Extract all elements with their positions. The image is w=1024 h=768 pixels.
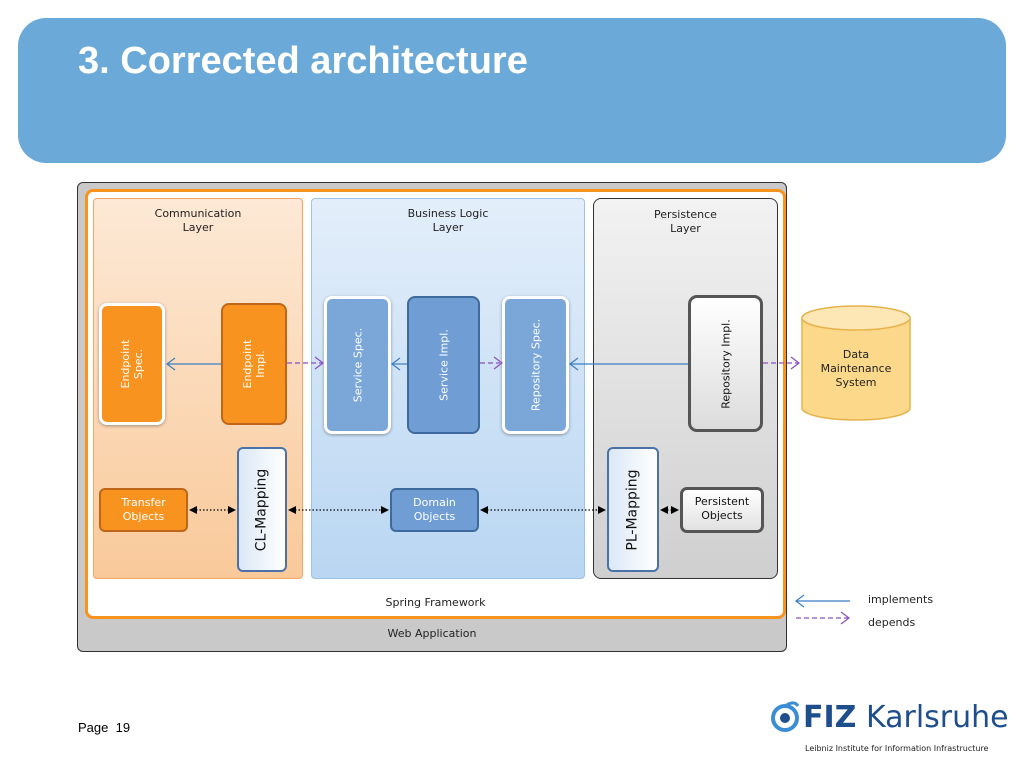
- endpoint-impl-box: Endpoint Impl.: [221, 303, 287, 425]
- spring-framework-label: Spring Framework: [385, 596, 486, 609]
- page-title: 3. Corrected architecture: [78, 40, 528, 82]
- repository-impl-box: Repository Impl.: [688, 295, 763, 432]
- persistent-objects-box: Persistent Objects: [680, 487, 764, 533]
- page-number: Page 19: [78, 720, 131, 735]
- repository-spec-box: Repository Spec.: [502, 296, 569, 434]
- transfer-objects-box: Transfer Objects: [99, 488, 188, 532]
- domain-objects-box: Domain Objects: [390, 488, 479, 532]
- persistence-layer-label: Persistence Layer: [654, 208, 717, 235]
- logo-subtitle: Leibniz Institute for Information Infras…: [805, 744, 989, 753]
- business-logic-layer-label: Business Logic Layer: [407, 207, 489, 234]
- implements-arrows: [166, 357, 688, 371]
- legend-depends-label: depends: [868, 616, 916, 629]
- communication-layer-label: Communication Layer: [154, 207, 242, 234]
- persistent-objects-label: Persistent Objects: [694, 495, 750, 522]
- title-bar: [18, 18, 1006, 163]
- mapping-connections: [189, 506, 679, 514]
- transfer-objects-label: Transfer Objects: [121, 496, 166, 523]
- depends-arrows: [287, 356, 800, 370]
- data-maintenance-label: Data Maintenance System: [820, 348, 892, 389]
- legend-implements-arrow: [795, 594, 850, 608]
- fiz-logo-icon: [771, 701, 800, 732]
- data-maintenance-cylinder: [801, 305, 911, 421]
- endpoint-spec-box: Endpoint Spec.: [99, 303, 165, 425]
- service-impl-box: Service Impl.: [407, 296, 480, 434]
- legend-depends-arrow: [796, 611, 850, 625]
- fiz-logo-text: FIZ Karlsruhe: [803, 700, 1009, 735]
- logo-bold: FIZ: [803, 700, 857, 735]
- service-spec-box: Service Spec.: [324, 296, 391, 434]
- legend-implements-label: implements: [868, 593, 934, 606]
- logo-name: Karlsruhe: [856, 700, 1009, 735]
- pl-mapping-box: PL-Mapping: [607, 447, 659, 572]
- web-application-label: Web Application: [387, 627, 477, 640]
- cl-mapping-box: CL-Mapping: [237, 447, 287, 572]
- domain-objects-label: Domain Objects: [413, 496, 456, 523]
